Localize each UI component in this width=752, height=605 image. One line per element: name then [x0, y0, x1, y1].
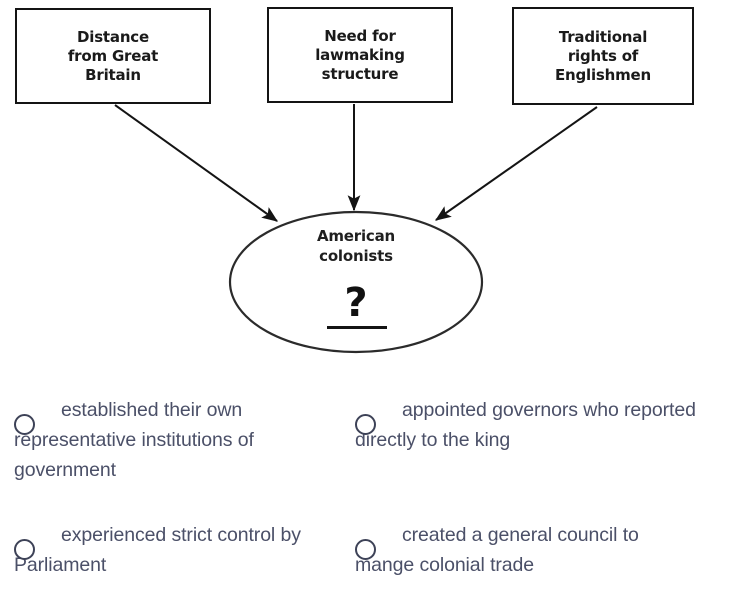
- cause-effect-diagram: Distance from Great Britain Need for law…: [15, 7, 694, 354]
- answer-option-c[interactable]: experienced strict control by Parliament: [14, 520, 354, 580]
- cause-box-distance-label: Distance from Great Britain: [67, 27, 159, 84]
- answer-blank-line: [327, 326, 387, 329]
- answer-option-d[interactable]: created a general council to mange colon…: [355, 520, 700, 580]
- radio-button-icon-b[interactable]: [355, 414, 376, 435]
- radio-button-icon-d[interactable]: [355, 539, 376, 560]
- diagram-connectors: [114, 104, 598, 354]
- effect-ellipse: [228, 210, 484, 354]
- radio-button-icon-c[interactable]: [14, 539, 35, 560]
- cause-box-rights-label: Traditional rights of Englishmen: [554, 27, 652, 84]
- question-mark-placeholder: ?: [344, 280, 368, 326]
- answer-options: established their own representative ins…: [0, 380, 752, 605]
- answer-option-d-label: created a general council to mange colon…: [355, 524, 639, 576]
- cause-box-rights: Traditional rights of Englishmen: [512, 7, 694, 105]
- cause-box-lawmaking: Need for lawmaking structure: [267, 7, 453, 103]
- effect-label: American colonists: [316, 227, 396, 265]
- radio-button-icon-a[interactable]: [14, 414, 35, 435]
- answer-option-b[interactable]: appointed governors who reported directl…: [355, 395, 700, 455]
- cause-box-lawmaking-label: Need for lawmaking structure: [315, 26, 405, 83]
- answer-option-a[interactable]: established their own representative ins…: [14, 395, 354, 485]
- arrow-distance-to-colonists: [114, 104, 278, 222]
- answer-option-b-label: appointed governors who reported directl…: [355, 399, 696, 451]
- answer-option-c-label: experienced strict control by Parliament: [14, 524, 301, 576]
- answer-option-a-label: established their own representative ins…: [14, 399, 254, 481]
- arrow-rights-to-colonists: [435, 106, 598, 221]
- cause-box-distance: Distance from Great Britain: [15, 8, 211, 104]
